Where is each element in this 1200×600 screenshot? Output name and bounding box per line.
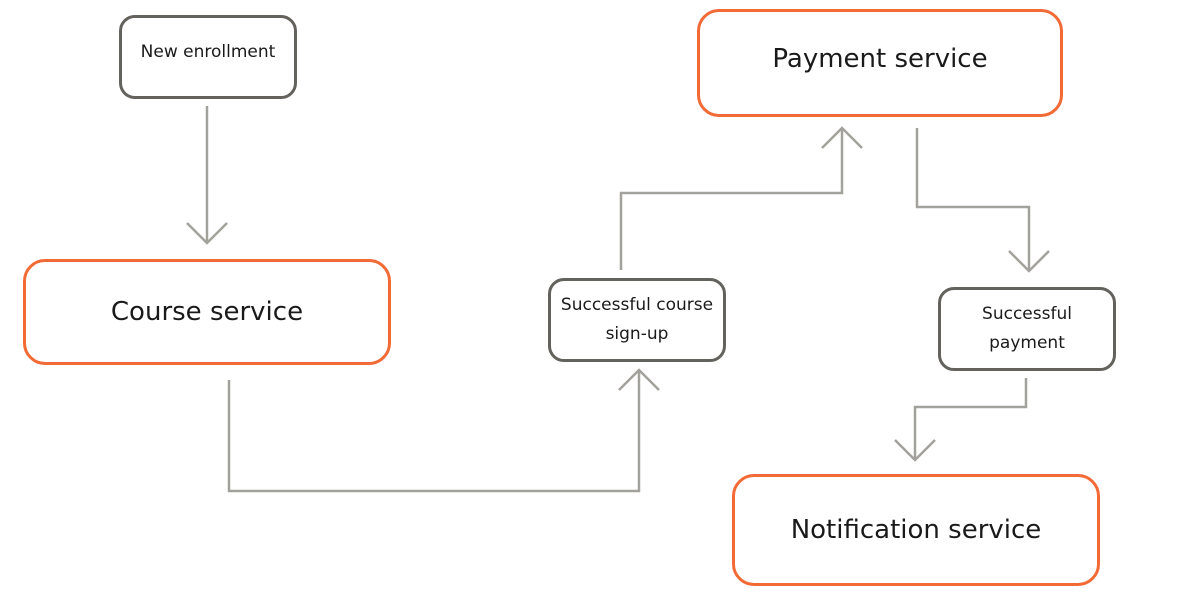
successful-course-signup-node: Successful course sign-up [548, 278, 726, 362]
successful-payment-label: Successful payment [982, 300, 1072, 358]
new-enrollment-label: New enrollment [140, 41, 276, 62]
new-enrollment-node: New enrollment [119, 15, 297, 99]
successful-payment-node: Successful payment [938, 287, 1116, 371]
connector-payment-to-successful-payment [915, 128, 1031, 271]
arrowhead-down-successful-payment [1008, 250, 1050, 273]
notification-service-label: Notification service [790, 515, 1042, 545]
connector-course-to-signup [227, 370, 641, 493]
successful-course-signup-label-line1: Successful course [560, 295, 714, 315]
arrowhead-down-notification [894, 439, 936, 462]
arrowhead-up-signup [618, 368, 660, 391]
notification-service-node: Notification service [732, 474, 1100, 586]
connector-signup-to-payment [619, 128, 844, 270]
successful-payment-label-line1: Successful [982, 304, 1072, 324]
successful-payment-label-line2: payment [989, 333, 1065, 353]
connector-payment-event-to-notification [913, 378, 1028, 460]
course-service-node: Course service [23, 259, 391, 365]
payment-service-node: Payment service [697, 9, 1063, 117]
payment-service-label: Payment service [772, 44, 988, 74]
arrowhead-up-payment [821, 126, 863, 149]
course-service-label: Course service [110, 297, 304, 327]
arrowhead-down-course [186, 222, 228, 245]
successful-course-signup-label-line2: sign-up [605, 324, 669, 344]
successful-course-signup-label: Successful course sign-up [561, 291, 713, 349]
